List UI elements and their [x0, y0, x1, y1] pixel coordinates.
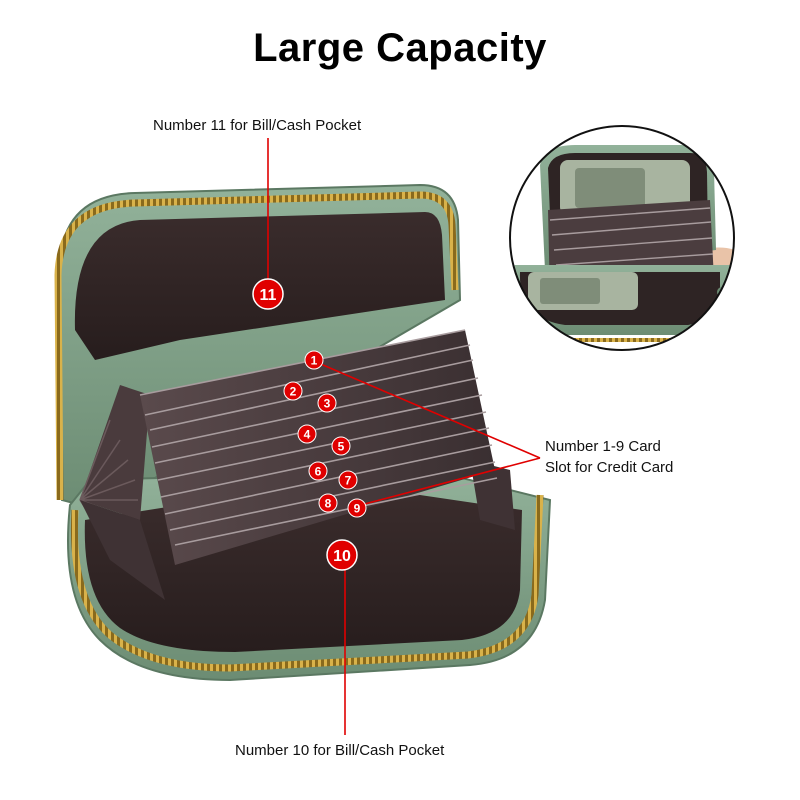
badge-11: 11	[252, 278, 284, 310]
badge-5: 5	[331, 436, 351, 456]
page-title: Large Capacity	[253, 26, 547, 70]
label-card-slots-line1: Number 1-9 Card	[545, 438, 661, 455]
badge-6: 6	[308, 461, 328, 481]
svg-text:5: 5	[338, 440, 345, 454]
svg-text:6: 6	[315, 465, 322, 479]
card-slots	[139, 329, 498, 565]
svg-text:7: 7	[345, 474, 352, 488]
badge-4: 4	[297, 424, 317, 444]
badge-8: 8	[318, 493, 338, 513]
callout-lines	[267, 138, 541, 735]
svg-text:1: 1	[311, 354, 318, 368]
svg-text:11: 11	[260, 287, 277, 304]
label-card-slots: Number 1-9 Card Slot for Credit Card	[545, 436, 673, 478]
badge-1: 1	[304, 350, 324, 370]
badge-3: 3	[317, 393, 337, 413]
inset-photo	[509, 125, 735, 351]
badge-10: 10	[326, 539, 358, 571]
label-card-slots-line2: Slot for Credit Card	[545, 459, 674, 476]
svg-text:9: 9	[354, 502, 361, 516]
badge-9: 9	[347, 498, 367, 518]
svg-text:8: 8	[325, 497, 332, 511]
badge-7: 7	[338, 470, 358, 490]
svg-text:2: 2	[290, 385, 297, 399]
badge-2: 2	[283, 381, 303, 401]
svg-text:3: 3	[324, 397, 331, 411]
label-pocket-10: Number 10 for Bill/Cash Pocket	[235, 742, 445, 759]
svg-text:10: 10	[333, 548, 351, 565]
label-pocket-11: Number 11 for Bill/Cash Pocket	[153, 117, 362, 134]
svg-text:4: 4	[304, 428, 311, 442]
